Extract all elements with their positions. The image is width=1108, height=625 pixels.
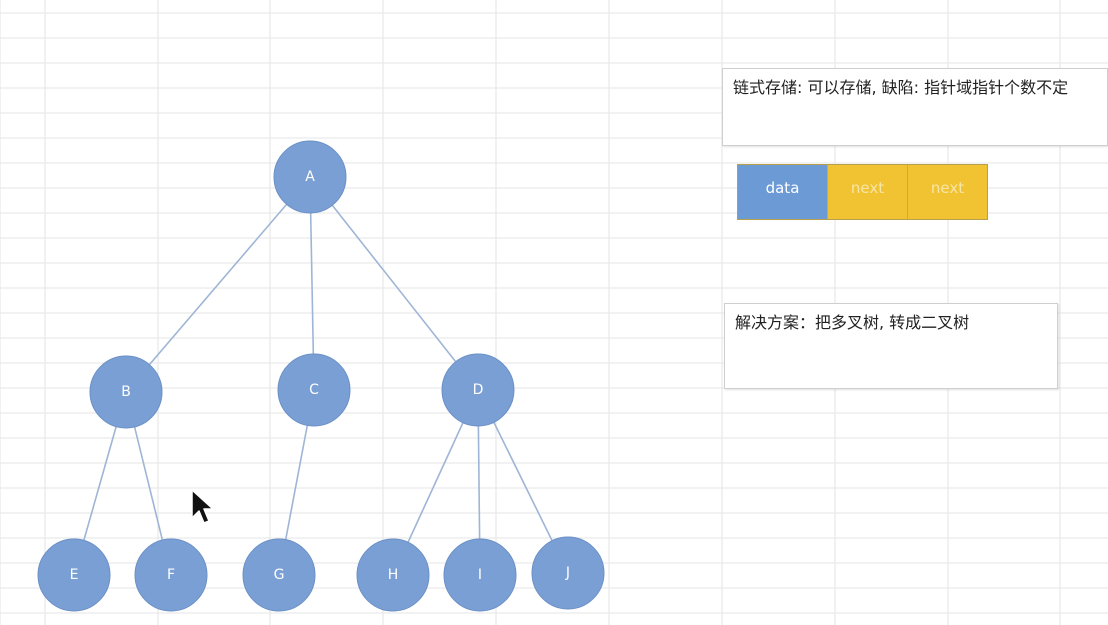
tree-node-h[interactable]: H xyxy=(356,538,430,612)
tree-node-label: E xyxy=(70,567,79,583)
tree-node-circle xyxy=(356,538,430,612)
linked-node-struct[interactable]: data next next xyxy=(737,164,988,220)
tree-node-label: B xyxy=(121,384,131,400)
tree-node-label: H xyxy=(388,567,399,583)
tree-node-label: I xyxy=(478,567,482,583)
tree-node-j[interactable]: J xyxy=(531,536,605,610)
tree-node-g[interactable]: G xyxy=(242,538,316,612)
note-solution[interactable]: 解决方案：把多叉树, 转成二叉树 xyxy=(724,303,1058,389)
note-linked-storage-text: 链式存储: 可以存储, 缺陷: 指针域指针个数不定 xyxy=(733,78,1069,97)
struct-next-cell-2: next xyxy=(907,165,987,219)
tree-node-c[interactable]: C xyxy=(277,353,351,427)
tree-nodes: A B C D E F G H I J xyxy=(37,140,605,612)
note-linked-storage[interactable]: 链式存储: 可以存储, 缺陷: 指针域指针个数不定 xyxy=(722,68,1108,146)
tree-node-circle xyxy=(37,538,111,612)
tree-node-label: A xyxy=(305,169,315,185)
tree-node-circle xyxy=(443,538,517,612)
tree-node-e[interactable]: E xyxy=(37,538,111,612)
tree-node-circle xyxy=(134,538,208,612)
tree-node-label: G xyxy=(274,567,285,583)
tree-node-label: J xyxy=(565,565,570,581)
edge-a-b xyxy=(125,176,311,393)
tree-node-label: C xyxy=(309,382,319,398)
struct-data-cell: data xyxy=(738,165,827,219)
tree-node-circle xyxy=(242,538,316,612)
tree-node-circle xyxy=(277,353,351,427)
tree-node-circle xyxy=(273,140,347,214)
tree-node-circle xyxy=(89,355,163,429)
tree-node-b[interactable]: B xyxy=(89,355,163,429)
tree-node-d[interactable]: D xyxy=(441,353,515,427)
tree-node-i[interactable]: I xyxy=(443,538,517,612)
tree-node-label: F xyxy=(167,567,175,583)
edge-a-d xyxy=(309,176,479,391)
tree-node-circle xyxy=(531,536,605,610)
mouse-cursor-icon xyxy=(191,489,214,524)
tree-node-label: D xyxy=(473,382,484,398)
tree-node-f[interactable]: F xyxy=(134,538,208,612)
tree-node-circle xyxy=(441,353,515,427)
tree-node-a[interactable]: A xyxy=(273,140,347,214)
note-solution-text: 解决方案：把多叉树, 转成二叉树 xyxy=(735,313,970,332)
struct-next-cell-1: next xyxy=(827,165,907,219)
